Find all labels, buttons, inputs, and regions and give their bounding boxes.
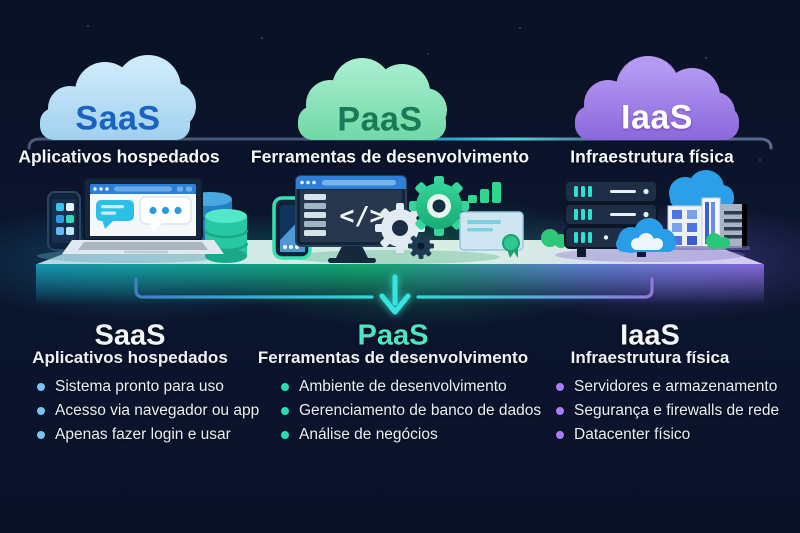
gear-icon	[409, 176, 469, 236]
bullet-text: Sistema pronto para uso	[55, 377, 224, 395]
paas-column-subtitle: Ferramentas de desenvolvimento	[257, 348, 529, 367]
bracket-connector	[134, 274, 654, 315]
iaas-cloud-icon	[575, 56, 739, 140]
list-item: Datacenter físico	[556, 425, 779, 444]
bush-icon	[706, 233, 730, 249]
list-item: Segurança e firewalls de rede	[556, 401, 779, 420]
certificate-icon	[459, 211, 524, 258]
chat-bubble-icon	[96, 200, 134, 229]
bullet-dot	[281, 430, 289, 439]
bullet-dot	[281, 406, 289, 415]
iaas-column-title: IaaS	[620, 319, 680, 352]
saas-column-title: SaaS	[94, 319, 166, 352]
bullet-text: Ambiente de desenvolvimento	[299, 377, 507, 395]
background-stars	[87, 25, 761, 161]
list-item: Acesso via navegador ou app	[37, 401, 259, 420]
paas-column-title: PaaS	[357, 319, 429, 352]
bullet-dot	[556, 430, 564, 439]
bullet-dot	[37, 430, 45, 439]
list-item: Gerenciamento de banco de dados	[281, 401, 541, 420]
bullet-text: Servidores e armazenamento	[574, 377, 778, 395]
saas-smartphone-icon	[47, 191, 81, 251]
gear-icon	[408, 233, 434, 259]
chat-bubble-icon	[139, 196, 192, 232]
bar-chart-icon	[468, 182, 501, 203]
bullet-text: Apenas fazer login e usar	[55, 425, 231, 443]
bush-icon	[541, 229, 568, 248]
down-arrow-icon	[379, 274, 411, 315]
laptop-icon	[62, 177, 224, 254]
iaas-cloud-label: IaaS	[621, 98, 693, 137]
list-item: Apenas fazer login e usar	[37, 425, 259, 444]
bullet-dot	[281, 382, 289, 391]
list-item: Análise de negócios	[281, 425, 541, 444]
bullet-text: Datacenter físico	[574, 425, 691, 443]
bullet-dot	[556, 406, 564, 415]
bullet-dot	[37, 382, 45, 391]
list-item: Servidores e armazenamento	[556, 377, 779, 396]
list-item: Sistema pronto para uso	[37, 377, 259, 396]
bullet-dot	[37, 406, 45, 415]
saas-bullet-list: Sistema pronto para uso Acesso via naveg…	[37, 377, 259, 449]
bullet-dot	[556, 382, 564, 391]
paas-cloud-icon	[298, 58, 447, 140]
database-icon	[203, 209, 249, 263]
bullet-text: Gerenciamento de banco de dados	[299, 401, 542, 419]
server-rack-icon	[564, 180, 658, 257]
bullet-text: Acesso via navegador ou app	[55, 401, 260, 419]
list-item: Ambiente de desenvolvimento	[281, 377, 541, 396]
saas-cloud-label: SaaS	[75, 99, 161, 138]
iaas-column-subtitle: Infraestrutura física	[570, 348, 730, 367]
saas-column-subtitle: Aplicativos hospedados	[32, 348, 228, 367]
paas-caption: Ferramentas de desenvolvimento	[250, 146, 530, 167]
iaas-bullet-list: Servidores e armazenamento Segurança e f…	[556, 377, 779, 449]
bullet-text: Análise de negócios	[299, 425, 438, 443]
cloud-icon	[616, 218, 676, 253]
paas-cloud-label: PaaS	[337, 100, 423, 139]
paas-bullet-list: Ambiente de desenvolvimento Gerenciament…	[281, 377, 541, 449]
bullet-text: Segurança e firewalls de rede	[574, 401, 780, 419]
saas-cloud-icon	[40, 55, 196, 140]
saas-caption: Aplicativos hospedados	[18, 146, 220, 167]
iaas-caption: Infraestrutura física	[570, 146, 734, 167]
